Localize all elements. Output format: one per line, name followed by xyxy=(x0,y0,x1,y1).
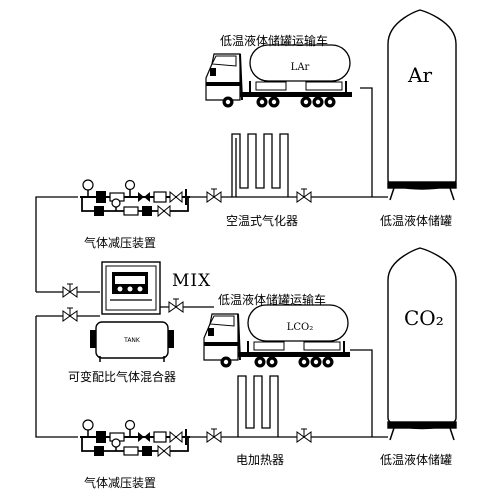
truck-icon xyxy=(206,45,352,108)
vaporizer-air-label: 空温式气化器 xyxy=(226,214,299,228)
truck-bottom-label: 低温液体储罐运输车 xyxy=(218,293,327,307)
mixer-cabinet-icon xyxy=(90,261,174,362)
pressure-reducer-bottom xyxy=(79,419,191,457)
vaporizer-electric-label: 电加热器 xyxy=(236,453,285,467)
valve-icon[interactable] xyxy=(62,283,78,298)
coil-icon xyxy=(231,133,289,197)
truck-bottom-tank-text: LCO₂ xyxy=(287,322,314,333)
pipe-network xyxy=(35,87,388,438)
valve-icon[interactable] xyxy=(62,307,78,322)
coil-icon xyxy=(237,375,279,437)
valve-icon[interactable] xyxy=(168,298,184,313)
valve-icon[interactable] xyxy=(296,188,312,203)
mixer-output-label: MIX xyxy=(172,271,212,291)
tank-icon xyxy=(387,9,457,201)
tank-top-gas-label: Ar xyxy=(408,63,433,87)
tank-bottom-caption: 低温液体储罐 xyxy=(380,453,453,467)
valve-icon[interactable] xyxy=(296,428,312,443)
tank-top-caption: 低温液体储罐 xyxy=(380,214,453,228)
valve-icon[interactable] xyxy=(206,188,222,203)
pressure-reducer-top-label: 气体减压装置 xyxy=(84,236,157,250)
truck-top-label: 低温液体储罐运输车 xyxy=(220,34,329,48)
tank-bottom-gas-label: CO₂ xyxy=(404,306,444,330)
mixer-caption: 可变配比气体混合器 xyxy=(68,370,177,384)
valve-icon[interactable] xyxy=(206,428,222,443)
tank-icon xyxy=(387,247,457,441)
pressure-reducer-bottom-label: 气体减压装置 xyxy=(84,476,157,490)
pressure-reducer-top xyxy=(79,179,191,217)
truck-icon xyxy=(204,305,350,368)
truck-top-tank-text: LAr xyxy=(291,62,310,73)
mixer-base-text: TANK xyxy=(123,337,141,344)
